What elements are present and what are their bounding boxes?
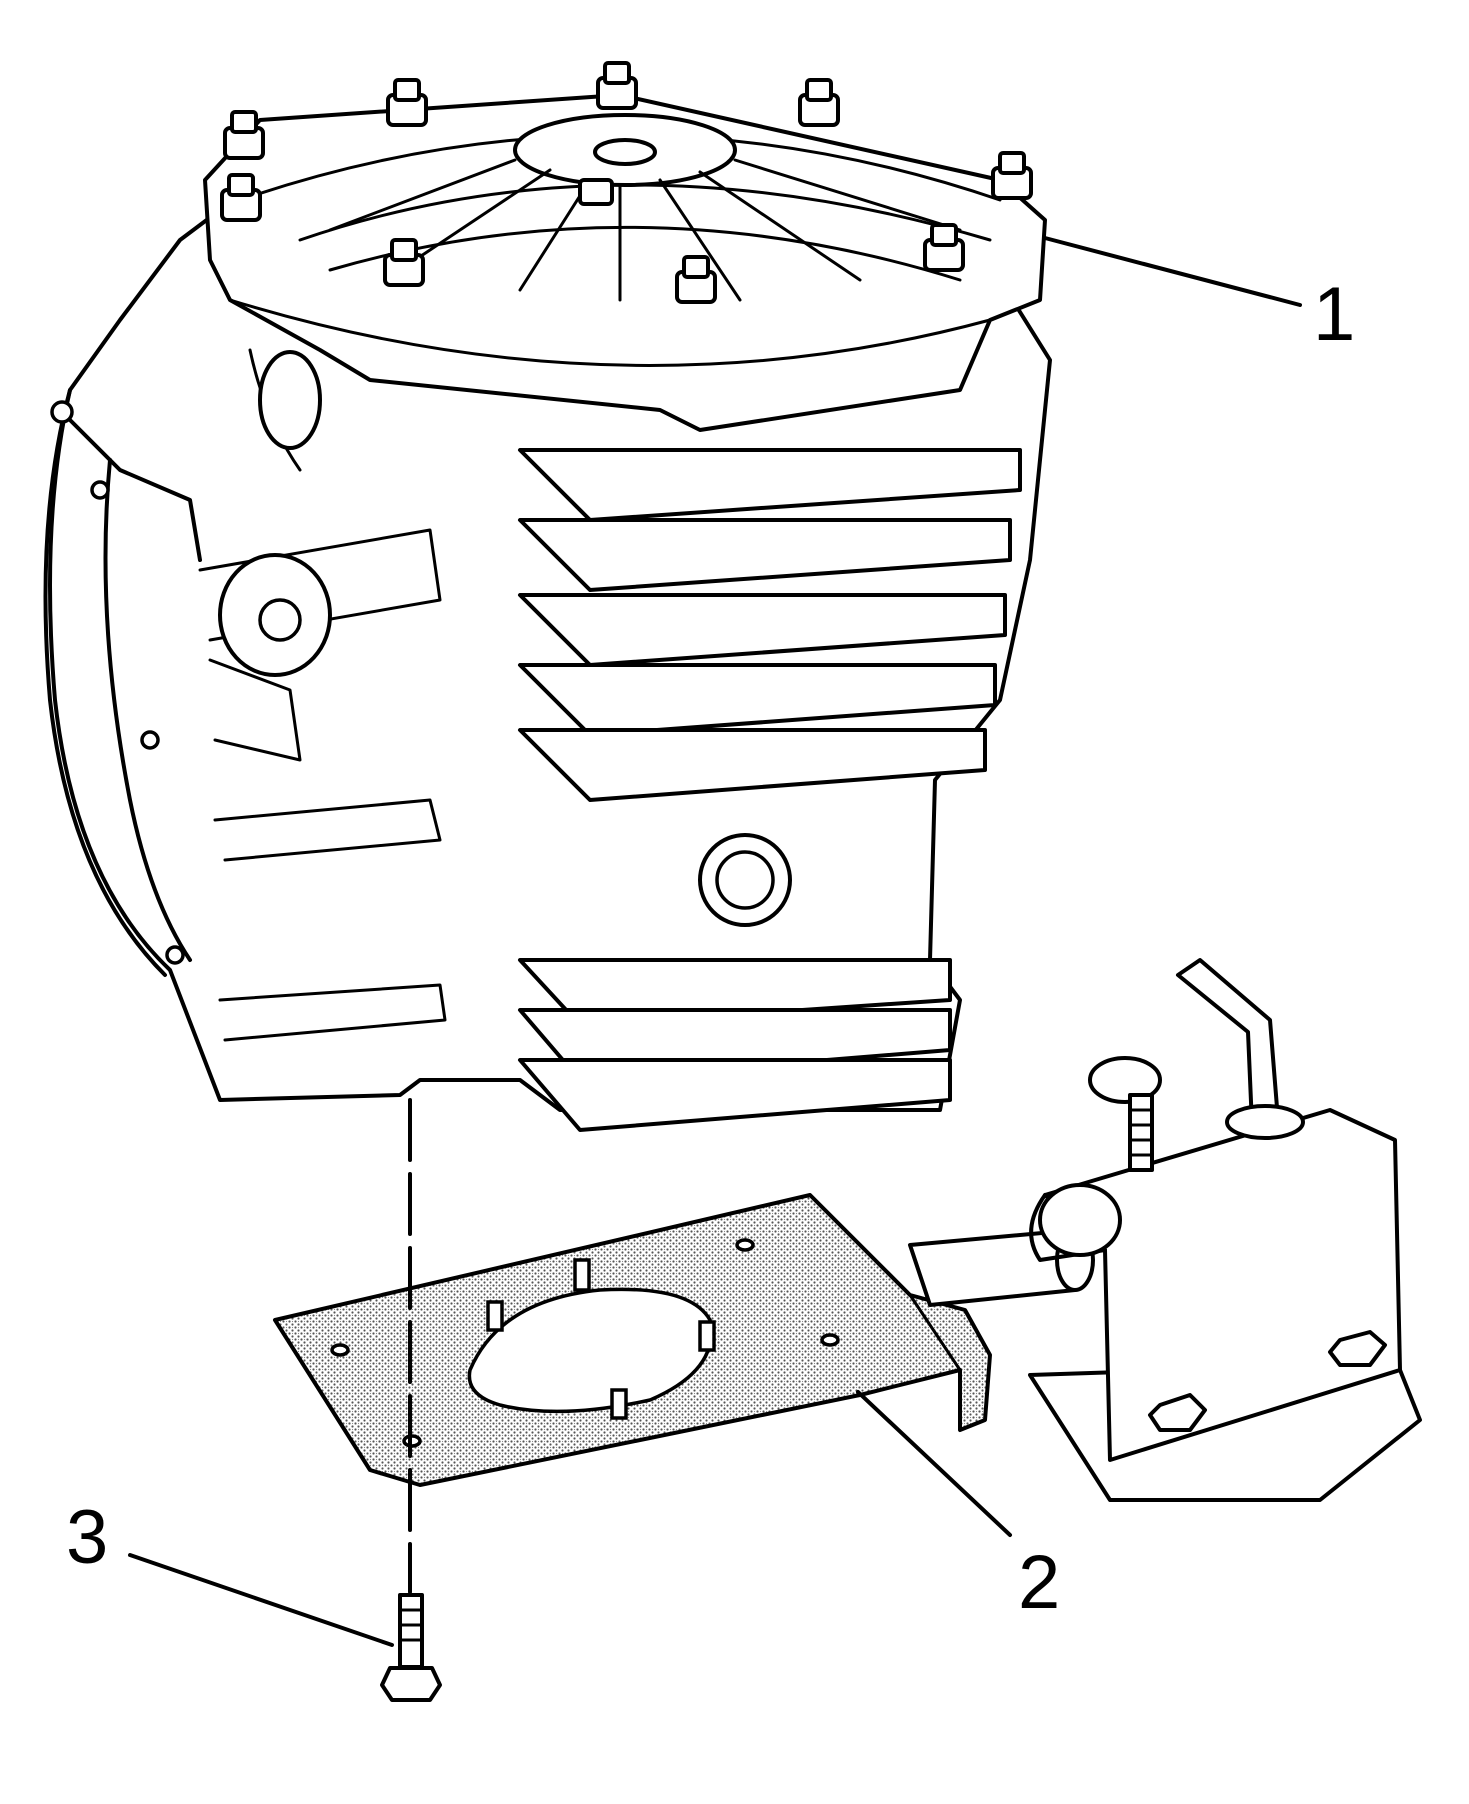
cover-bolt: [923, 223, 965, 272]
cover-bolt: [386, 78, 428, 127]
leader-line-3: [128, 1553, 394, 1647]
cover-bolt: [798, 78, 840, 127]
cover-bolt: [675, 255, 717, 304]
leader-line-2: [856, 1390, 1012, 1537]
callout-2: 2: [1018, 1540, 1060, 1625]
callout-3: 3: [66, 1495, 108, 1580]
cover-bolt: [223, 110, 265, 160]
holding-fixture: [908, 958, 1422, 1502]
fixture-bolt: [1148, 1393, 1207, 1432]
adapter-plate: [273, 1193, 992, 1487]
bolt-fastener: [380, 1593, 442, 1702]
fixture-bolt: [1328, 1330, 1387, 1367]
cover-bolt: [220, 173, 262, 222]
cover-bolt: [383, 238, 425, 287]
top-cover: [203, 93, 1047, 432]
cover-bolt: [596, 61, 638, 110]
cover-bolts: [220, 61, 1033, 304]
cover-bolt: [578, 178, 614, 206]
callout-1: 1: [1313, 272, 1355, 357]
cover-bolt: [991, 151, 1033, 200]
leader-line-1: [1043, 236, 1302, 307]
cooling-fins: [518, 448, 1022, 1132]
